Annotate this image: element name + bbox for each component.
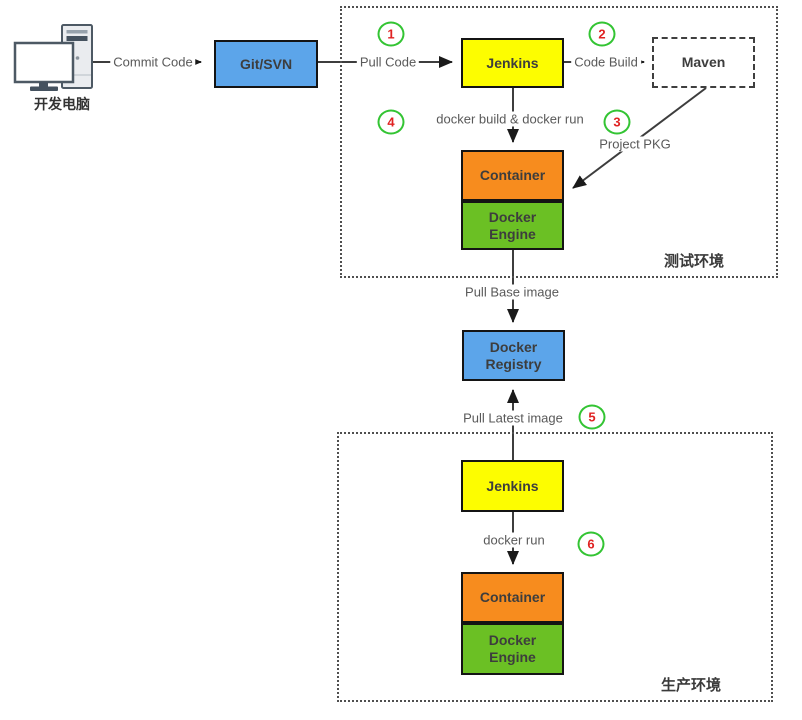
dev-computer-label: 开发电脑 bbox=[34, 96, 90, 112]
developer-computer-icon bbox=[13, 24, 93, 91]
node-maven: Maven bbox=[652, 37, 755, 88]
flow-label-pull-latest-image: Pull Latest image bbox=[460, 410, 566, 426]
production-environment-box: 生产环境 bbox=[337, 432, 773, 702]
flow-label-pull-base-image: Pull Base image bbox=[462, 284, 562, 300]
node-git-svn: Git/SVN bbox=[214, 40, 318, 88]
node-docker-registry: Docker Registry bbox=[462, 330, 565, 381]
flow-label-pull-code: Pull Code bbox=[356, 54, 420, 70]
step-badge-6: 6 bbox=[577, 531, 605, 557]
flow-label-docker-build-run: docker build & docker run bbox=[433, 111, 587, 127]
node-jenkins-prod: Jenkins bbox=[461, 460, 564, 512]
step-badge-4: 4 bbox=[377, 109, 405, 135]
step-badge-2: 2 bbox=[588, 21, 616, 47]
node-container-test: Container bbox=[461, 150, 564, 201]
step-badge-3: 3 bbox=[603, 109, 631, 135]
flow-label-docker-run: docker run bbox=[480, 532, 548, 548]
node-jenkins-test: Jenkins bbox=[461, 38, 564, 88]
node-container-prod: Container bbox=[461, 572, 564, 623]
flow-label-project-pkg: Project PKG bbox=[596, 136, 674, 152]
flow-label-commit-code: Commit Code bbox=[110, 54, 196, 70]
step-badge-1: 1 bbox=[377, 21, 405, 47]
test-environment-label: 测试环境 bbox=[663, 253, 724, 270]
flow-label-code-build: Code Build bbox=[571, 54, 641, 70]
node-docker-engine-prod: Docker Engine bbox=[461, 623, 564, 675]
node-docker-engine-test: Docker Engine bbox=[461, 201, 564, 250]
step-badge-5: 5 bbox=[578, 404, 606, 430]
test-environment-box: 测试环境 bbox=[340, 6, 778, 278]
production-environment-label: 生产环境 bbox=[660, 677, 721, 694]
